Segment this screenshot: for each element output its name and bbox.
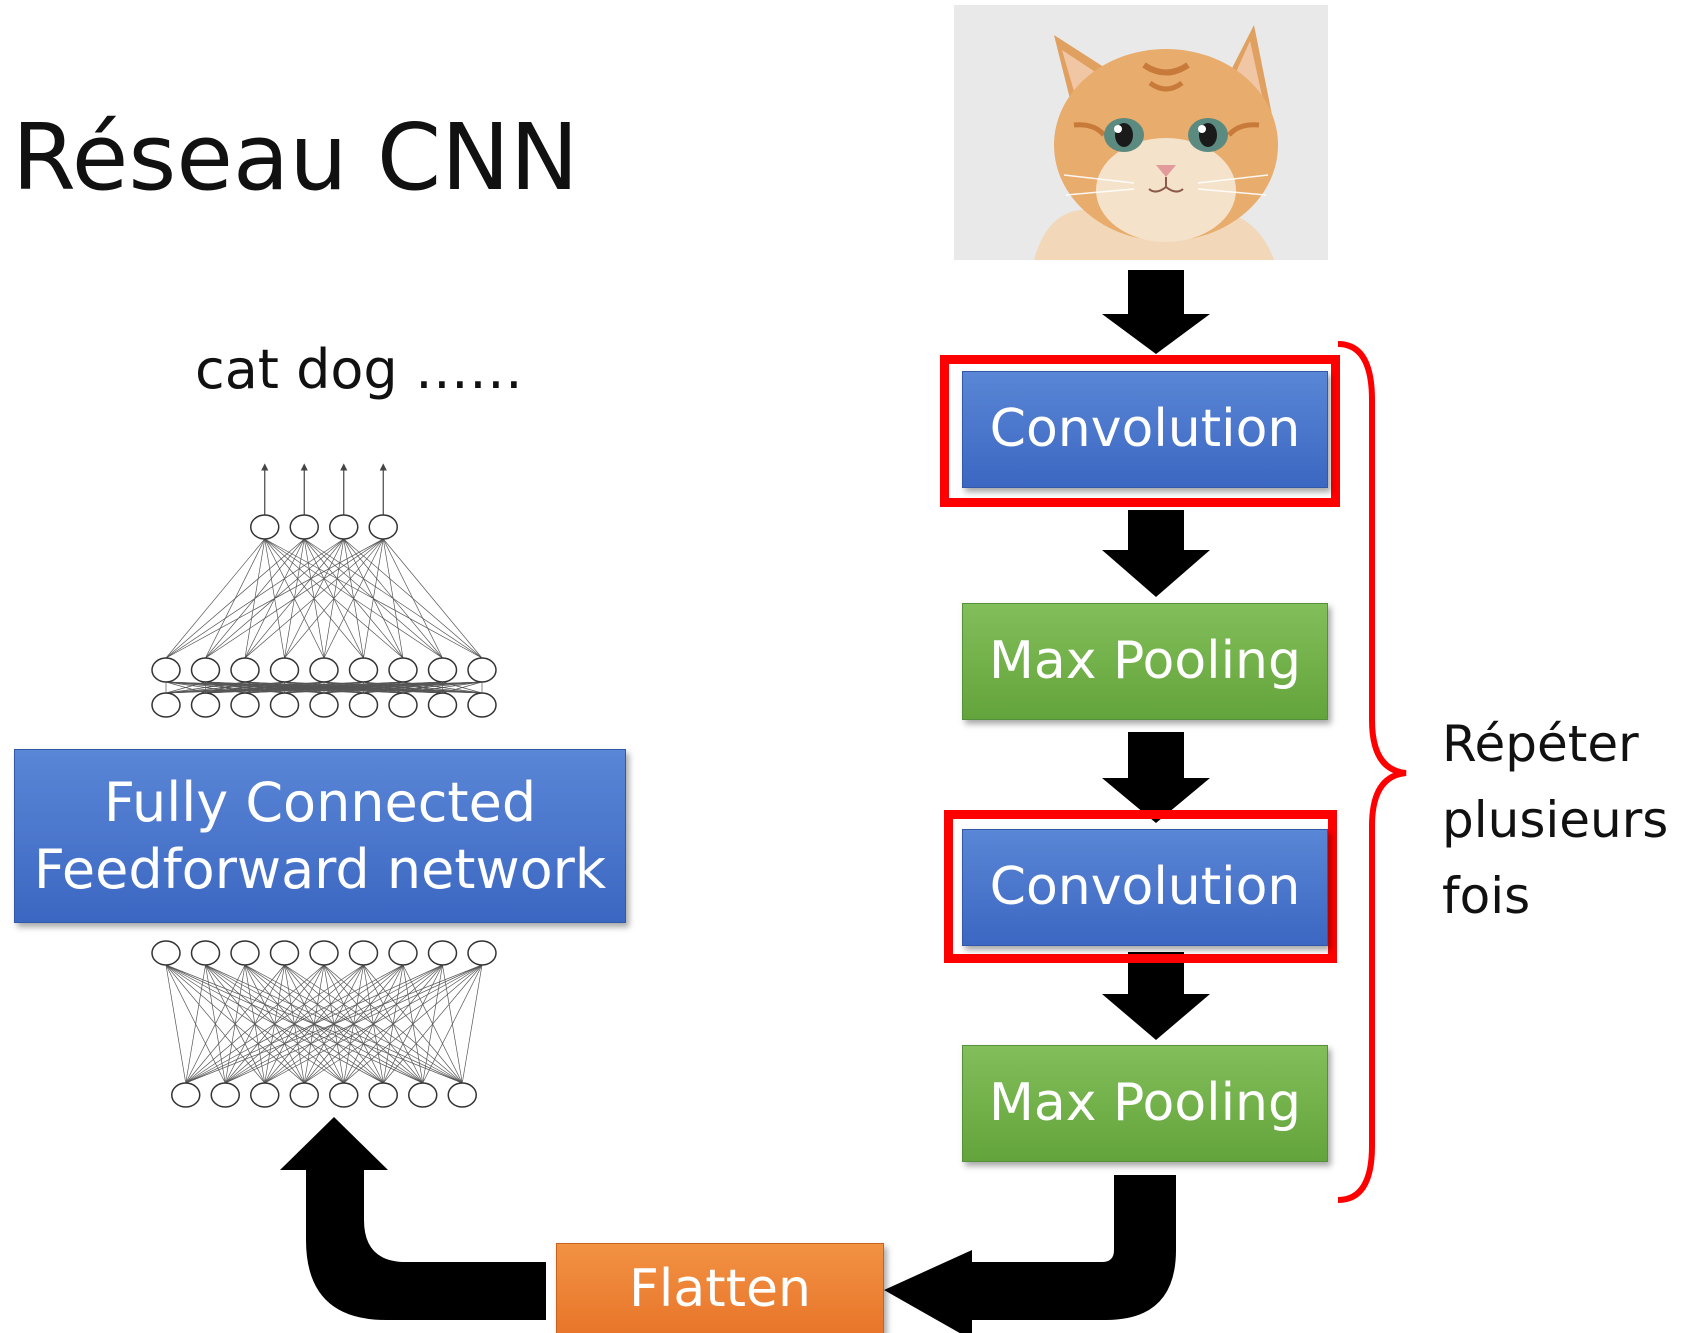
neuron-node-layer-3 xyxy=(230,940,260,966)
neuron-node-layer-1 xyxy=(467,657,497,683)
neuron-node-layer-3 xyxy=(151,940,181,966)
max-pooling-box-2: Max Pooling xyxy=(962,1045,1328,1162)
conv2-highlight-frame xyxy=(944,810,1337,963)
neuron-node-layer-0 xyxy=(250,514,280,540)
neuron-node-layer-4 xyxy=(329,1082,359,1108)
repeat-brace-icon xyxy=(1337,341,1407,1203)
neuron-node-layer-4 xyxy=(368,1082,398,1108)
neuron-node-layer-1 xyxy=(427,657,458,683)
convolution-label-1: Convolution xyxy=(989,399,1301,459)
output-classes-label: cat dog …… xyxy=(195,338,523,401)
neuron-node-layer-2 xyxy=(190,692,221,718)
neuron-node-layer-1 xyxy=(230,657,260,683)
neuron-node-layer-3 xyxy=(388,940,418,966)
neuron-node-layer-3 xyxy=(190,940,221,966)
fully-connected-box: Fully Connected Feedforward network xyxy=(14,749,626,923)
down-arrow-image-to-conv1 xyxy=(1102,270,1210,354)
neuron-node-layer-4 xyxy=(408,1082,438,1108)
conv1-highlight-frame xyxy=(940,355,1340,507)
neuron-node-layer-1 xyxy=(269,657,300,683)
repeat-note-line1: Répéter xyxy=(1442,715,1639,773)
neuron-node-layer-2 xyxy=(230,692,260,718)
neuron-node-layer-4 xyxy=(250,1082,280,1108)
neuron-node-layer-2 xyxy=(388,692,418,718)
fully-connected-line1: Fully Connected xyxy=(103,770,537,834)
down-arrow-pool1-to-conv2 xyxy=(1102,732,1210,823)
max-pooling-label-1: Max Pooling xyxy=(988,631,1302,691)
max-pooling-box-1: Max Pooling xyxy=(962,603,1328,720)
curved-arrow-flatten-to-network xyxy=(280,1117,546,1320)
neuron-node-layer-4 xyxy=(447,1082,477,1108)
neuron-node-layer-1 xyxy=(309,657,339,683)
neuron-node-layer-1 xyxy=(348,657,379,683)
convolution-label-2: Convolution xyxy=(989,857,1301,917)
neuron-node-layer-2 xyxy=(467,692,497,718)
repeat-note-line3: fois xyxy=(1442,867,1531,925)
fully-connected-line2: Feedforward network xyxy=(33,838,607,901)
neuron-node-layer-4 xyxy=(289,1082,319,1108)
down-arrow-conv1-to-pool1 xyxy=(1102,510,1210,597)
neural-network-icon xyxy=(151,463,497,1108)
neuron-node-layer-3 xyxy=(467,940,497,966)
flatten-box: Flatten xyxy=(556,1243,884,1333)
neuron-node-layer-3 xyxy=(427,940,458,966)
neuron-node-layer-0 xyxy=(329,514,359,540)
convolution-box-1: Convolution xyxy=(962,371,1328,488)
down-arrow-conv2-to-pool2 xyxy=(1102,952,1210,1040)
max-pooling-label-2: Max Pooling xyxy=(988,1073,1302,1133)
neuron-node-layer-4 xyxy=(171,1082,201,1108)
curved-arrow-pool2-to-flatten xyxy=(884,1175,1176,1333)
repeat-note-line2: plusieurs xyxy=(1442,791,1669,849)
convolution-box-2: Convolution xyxy=(962,829,1328,946)
neuron-node-layer-0 xyxy=(368,514,398,540)
flatten-label: Flatten xyxy=(629,1258,811,1319)
neuron-node-layer-1 xyxy=(388,657,418,683)
neuron-node-layer-4 xyxy=(210,1082,240,1108)
neuron-node-layer-1 xyxy=(190,657,221,683)
neuron-node-layer-3 xyxy=(269,940,300,966)
repeat-note: Répéter plusieurs fois xyxy=(1442,706,1668,934)
neuron-node-layer-3 xyxy=(309,940,339,966)
neuron-node-layer-2 xyxy=(151,692,181,718)
neuron-node-layer-3 xyxy=(348,940,379,966)
neuron-node-layer-2 xyxy=(269,692,300,718)
neuron-node-layer-2 xyxy=(309,692,339,718)
slide-title: Réseau CNN xyxy=(12,104,579,211)
input-image-kitten xyxy=(954,5,1328,260)
neuron-node-layer-2 xyxy=(427,692,458,718)
neuron-node-layer-2 xyxy=(348,692,379,718)
neuron-node-layer-0 xyxy=(289,514,319,540)
neuron-node-layer-1 xyxy=(151,657,181,683)
